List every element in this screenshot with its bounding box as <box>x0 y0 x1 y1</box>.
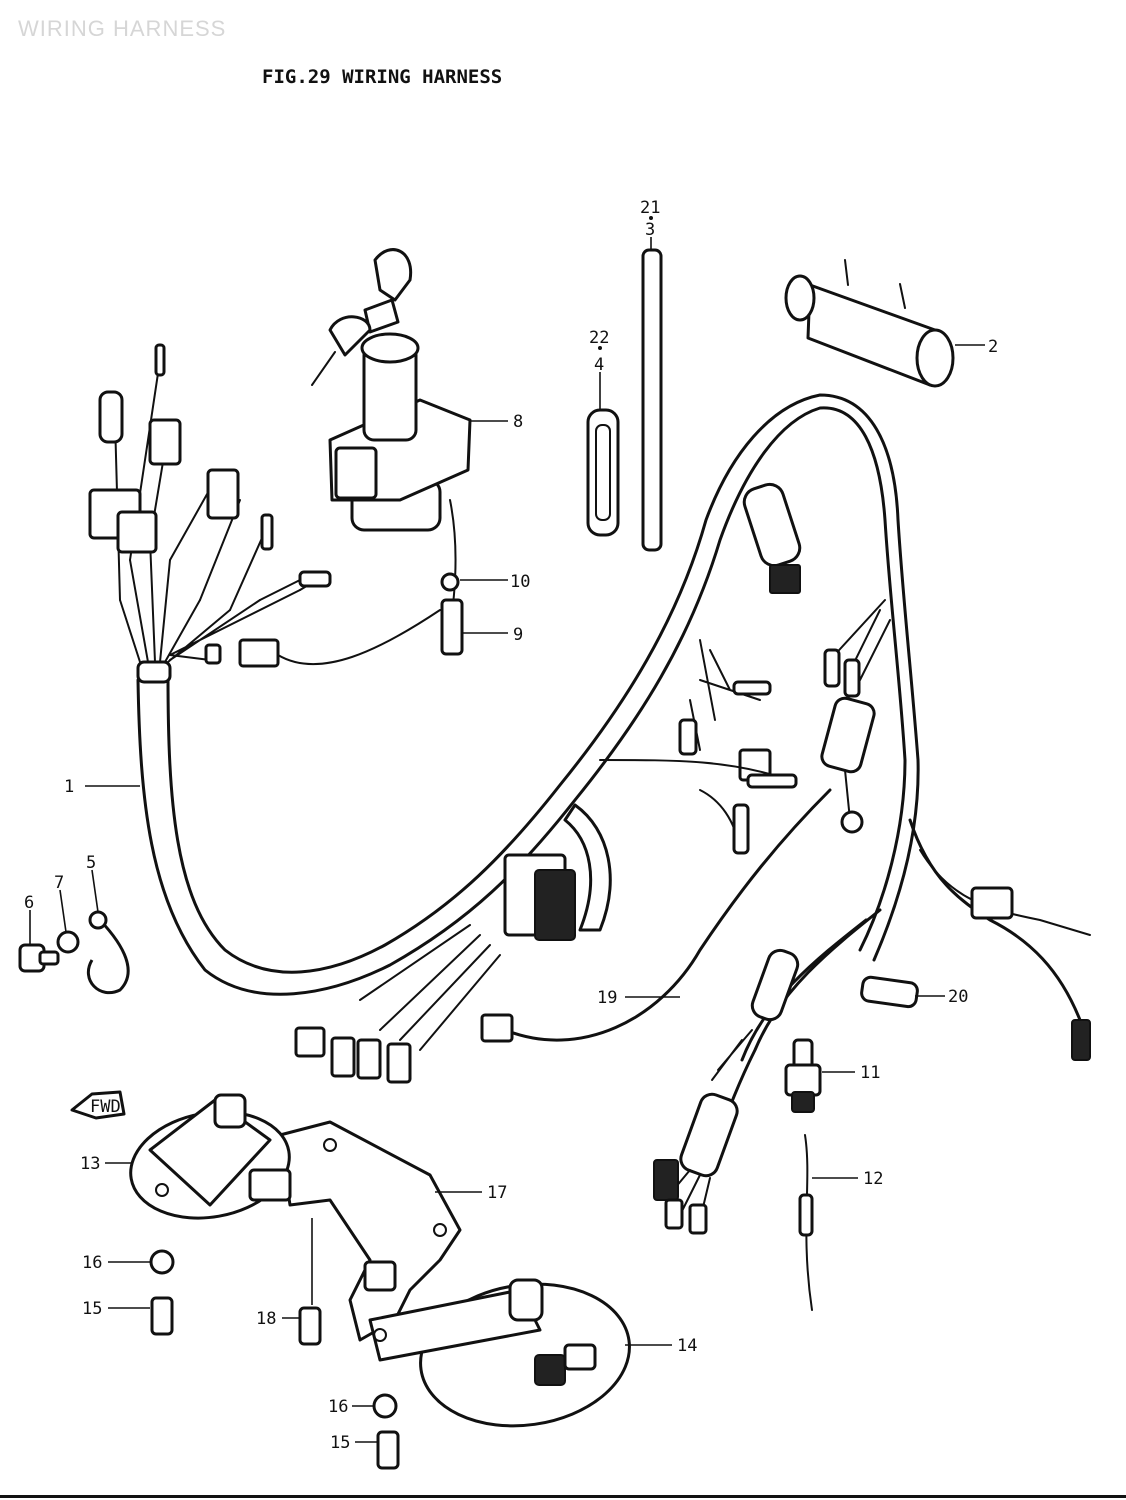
callout-13: 13 <box>80 1154 100 1174</box>
main-harness <box>119 393 920 996</box>
callout-11: 11 <box>860 1063 880 1083</box>
harness-right-tail <box>908 818 1091 1061</box>
washer-7 <box>56 930 80 954</box>
callout-19: 19 <box>597 988 617 1008</box>
callout-4: 4 <box>594 355 604 375</box>
bolt-15-upper <box>150 1296 174 1336</box>
connector-bundle <box>88 343 441 668</box>
horn-13 <box>129 1093 292 1220</box>
page-bottom-border <box>0 1495 1126 1498</box>
callout-10: 10 <box>510 572 530 592</box>
ignition-coil <box>784 259 955 388</box>
ignition-switch <box>311 248 472 641</box>
forward-label: FWD <box>90 1097 121 1117</box>
watermark-text: WIRING HARNESS <box>18 16 227 41</box>
callout-21: 21 <box>640 198 660 218</box>
callout-3: 3 <box>645 220 655 240</box>
horn-14 <box>368 1278 631 1428</box>
harness-clamp-4 <box>586 408 620 537</box>
screw-9 <box>440 598 464 656</box>
callout-2: 2 <box>988 337 998 357</box>
callout-9: 9 <box>513 625 523 645</box>
harness-branch-upper <box>599 482 802 855</box>
harness-branch-middle <box>820 599 891 834</box>
leader-lines <box>29 237 985 1443</box>
washer-16-lower <box>372 1393 398 1419</box>
callout-20: 20 <box>948 987 968 1007</box>
lead-wire-12 <box>798 1134 814 1311</box>
callout-7: 7 <box>54 873 64 893</box>
washer-10 <box>440 572 460 592</box>
bolt-18 <box>298 1306 322 1346</box>
callout-16-upper: 16 <box>82 1253 102 1273</box>
callout-22: 22 <box>589 328 609 348</box>
bolt-15-lower <box>376 1430 400 1470</box>
callout-12: 12 <box>863 1169 883 1189</box>
callout-18: 18 <box>256 1309 276 1329</box>
harness-branch-lower-left <box>294 924 501 1084</box>
lead-wire-19 <box>480 788 832 1043</box>
callout-17: 17 <box>487 1183 507 1203</box>
callout-6: 6 <box>24 893 34 913</box>
callout-1: 1 <box>64 777 74 797</box>
callout-labels: 1 2 3 4 5 6 7 8 9 10 11 12 13 14 15 15 1… <box>24 198 998 1453</box>
callout-14: 14 <box>677 1336 697 1356</box>
neutral-switch-11 <box>784 1038 822 1113</box>
harness-branch-lower-right <box>653 908 882 1235</box>
washer-16-upper <box>149 1249 175 1275</box>
figure-title: FIG.29 WIRING HARNESS <box>262 66 503 88</box>
callout-8: 8 <box>513 412 523 432</box>
fuse-20 <box>860 975 919 1009</box>
callout-15-upper: 15 <box>82 1299 102 1319</box>
clamp-5 <box>86 910 130 995</box>
callout-16-lower: 16 <box>328 1397 348 1417</box>
callout-5: 5 <box>86 853 96 873</box>
callout-15-lower: 15 <box>330 1433 350 1453</box>
bolt-6 <box>18 943 60 973</box>
forward-arrow-icon: FWD <box>70 1090 126 1120</box>
harness-band-3 <box>641 248 663 552</box>
rectifier-unit <box>503 803 612 941</box>
